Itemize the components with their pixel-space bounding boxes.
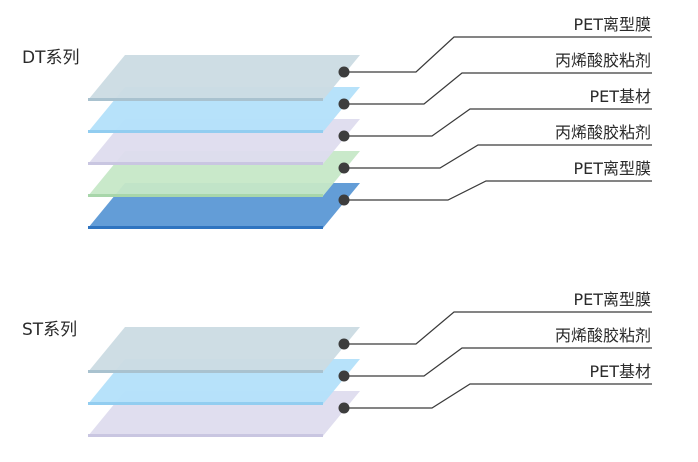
layer-sheet xyxy=(88,55,360,100)
leader-line xyxy=(344,108,652,137)
layer-label: PET基材 xyxy=(589,87,651,106)
layer-label: 丙烯酸胶粘剂 xyxy=(555,123,651,142)
leader-line xyxy=(344,347,652,377)
layer-marker-dot xyxy=(338,338,350,350)
layer-edge xyxy=(88,194,323,197)
leader-line xyxy=(344,144,652,169)
layer-sheet xyxy=(88,327,360,372)
layer-label: 丙烯酸胶粘剂 xyxy=(555,51,651,70)
layer-label: PET基材 xyxy=(589,362,651,381)
layer-edge xyxy=(88,98,323,101)
layer-edge xyxy=(88,130,323,133)
layer-label: PET离型膜 xyxy=(573,159,651,178)
layer-marker-dot xyxy=(338,370,350,382)
layer-label: PET离型膜 xyxy=(573,15,651,34)
layer-stack: PET离型膜丙烯酸胶粘剂PET基材丙烯酸胶粘剂PET离型膜PET离型膜丙烯酸胶粘… xyxy=(88,15,652,437)
layer-edge xyxy=(88,370,323,373)
layer-edge xyxy=(88,402,323,405)
layer-marker-dot xyxy=(338,194,350,206)
layer-marker-dot xyxy=(338,98,350,110)
layer-label: PET离型膜 xyxy=(573,290,651,309)
leader-line xyxy=(344,383,652,409)
leader-line xyxy=(344,180,652,201)
layer-marker-dot xyxy=(338,66,350,78)
layer-edge xyxy=(88,162,323,165)
leader-line xyxy=(344,72,652,105)
layer-marker-dot xyxy=(338,402,350,414)
layer-label: 丙烯酸胶粘剂 xyxy=(555,326,651,345)
layer-edge xyxy=(88,434,323,437)
layer-marker-dot xyxy=(338,130,350,142)
st-series-title: ST系列 xyxy=(22,320,77,340)
layer-edge xyxy=(88,226,323,229)
dt-series-title: DT系列 xyxy=(22,48,79,68)
leader-line xyxy=(344,36,652,73)
leader-line xyxy=(344,311,652,345)
layer-marker-dot xyxy=(338,162,350,174)
